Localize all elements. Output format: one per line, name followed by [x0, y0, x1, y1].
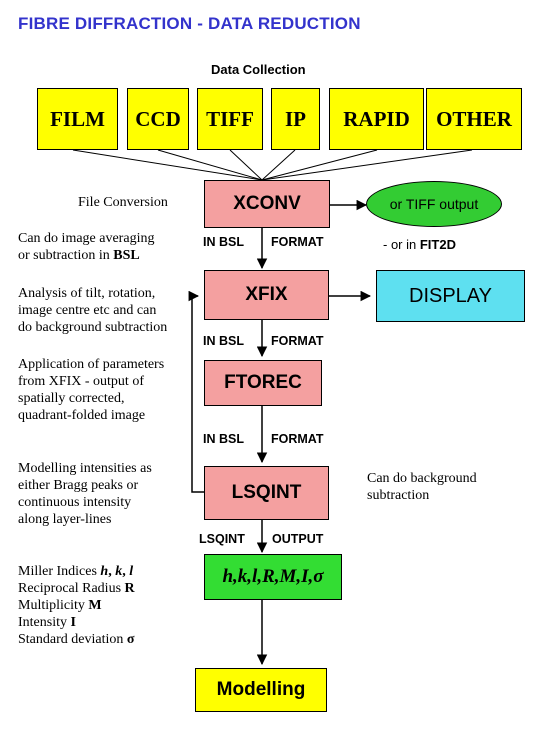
note-averaging: Can do image averaging or subtraction in…	[18, 231, 155, 263]
modelling-box: Modelling	[195, 668, 327, 712]
note-background-subtraction: Can do background subtraction	[367, 471, 477, 503]
note-application: Application of parameters from XFIX - ou…	[18, 357, 165, 423]
flow-label-format-2: FORMAT	[271, 334, 324, 348]
data-collection-label: Data Collection	[211, 62, 306, 77]
note-analysis: Analysis of tilt, rotation, image centre…	[18, 286, 168, 335]
display-box: DISPLAY	[376, 270, 525, 322]
flow-label-in-bsl-3: IN BSL	[203, 432, 244, 446]
source-fan-lines	[72, 149, 473, 181]
flow-label-format-1: FORMAT	[271, 235, 324, 249]
source-film: FILM	[37, 88, 118, 150]
output-parameters-box: h,k,l,R,M,I,σ	[204, 554, 342, 600]
flow-label-in-bsl-2: IN BSL	[203, 334, 244, 348]
source-rapid: RAPID	[329, 88, 424, 150]
source-ip: IP	[271, 88, 320, 150]
flow-label-lsqint-out: LSQINT	[199, 532, 245, 546]
step-xconv: XCONV	[204, 180, 330, 228]
note-file-conversion: File Conversion	[78, 195, 168, 210]
step-ftorec: FTOREC	[204, 360, 322, 406]
note-modelling-intensities: Modelling intensities as either Bragg pe…	[18, 461, 152, 527]
page-title: FIBRE DIFFRACTION - DATA REDUCTION	[18, 14, 361, 33]
step-lsqint: LSQINT	[204, 466, 329, 520]
source-other: OTHER	[426, 88, 522, 150]
source-tiff: TIFF	[197, 88, 263, 150]
flow-label-format-3: FORMAT	[271, 432, 324, 446]
flow-label-output: OUTPUT	[272, 532, 324, 546]
source-ccd: CCD	[127, 88, 189, 150]
step-xfix: XFIX	[204, 270, 329, 320]
note-legend: Miller Indices h, k, l Reciprocal Radius…	[18, 564, 135, 647]
tiff-output-oval: or TIFF output	[366, 181, 502, 227]
flow-label-in-bsl-1: IN BSL	[203, 235, 244, 249]
note-or-in-fit2d: - or in FIT2D	[383, 237, 456, 252]
